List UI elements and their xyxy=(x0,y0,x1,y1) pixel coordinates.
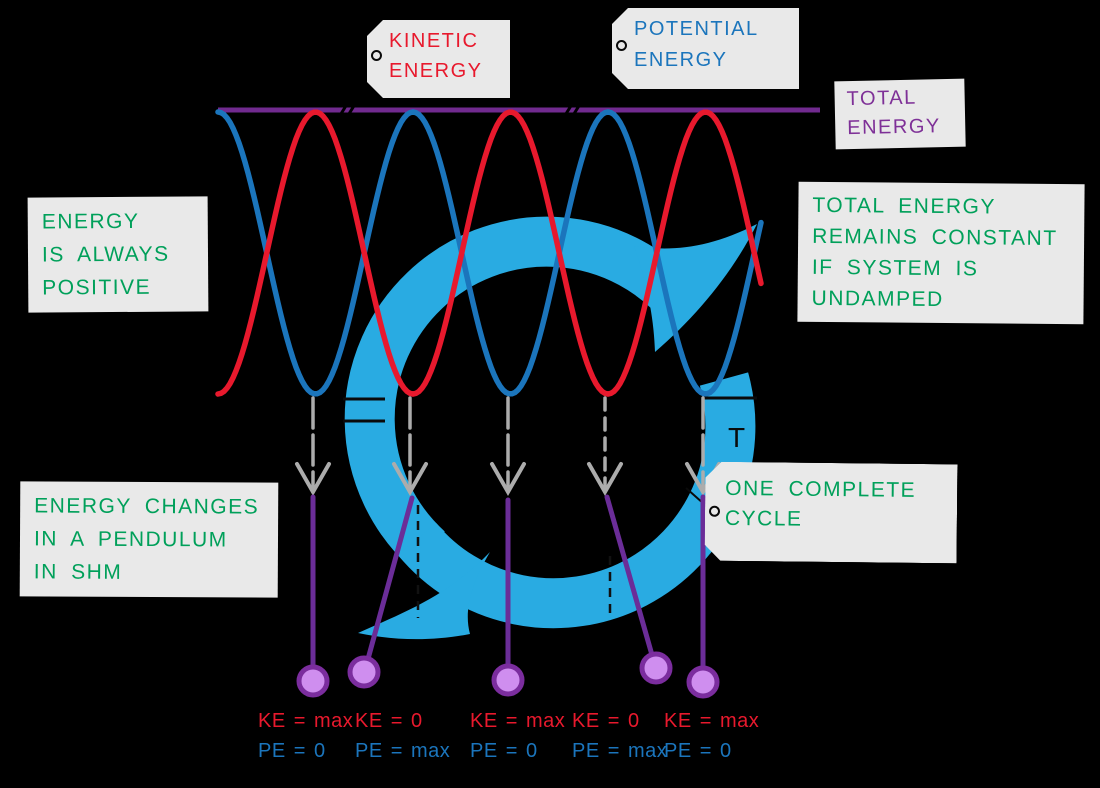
slash-mark xyxy=(345,100,359,118)
tag-hole-icon xyxy=(616,40,627,51)
cycle-arc-bottom xyxy=(397,372,756,629)
note-total-energy-constant: TOTAL ENERGY REMAINS CONSTANT IF SYSTEM … xyxy=(797,181,1085,325)
note-line: IS ALWAYS xyxy=(41,242,170,267)
tag-hole-icon xyxy=(709,506,720,517)
pe-value: PE = 0 xyxy=(470,740,538,762)
note-line: ONE COMPLETE xyxy=(725,476,917,502)
period-symbol: T xyxy=(728,422,745,453)
drop-arrow xyxy=(490,396,526,497)
drop-arrow xyxy=(587,396,623,497)
ke-value: KE = 0 xyxy=(572,710,640,732)
cycle-arc-top xyxy=(344,216,704,569)
pendulum-bob xyxy=(347,655,381,689)
drop-arrow xyxy=(392,396,428,497)
kinetic-energy-wave xyxy=(215,109,764,397)
tag-hole-icon xyxy=(371,50,382,61)
kinetic-energy-tag: KINETIC ENERGY xyxy=(367,20,510,98)
pendulum-displaced-right xyxy=(604,494,673,685)
potential-energy-tag: POTENTIAL ENERGY xyxy=(612,8,799,89)
pendulum-bob xyxy=(686,665,720,699)
ke-value: KE = 0 xyxy=(355,710,423,732)
state-label-5: KE = max PE = 0 xyxy=(664,706,759,766)
ke-value: KE = max xyxy=(664,710,760,732)
pendulum-equilibrium xyxy=(686,494,720,699)
total-energy-box: TOTAL ENERGY xyxy=(834,78,966,150)
slash-mark xyxy=(562,100,576,118)
note-line: TOTAL ENERGY xyxy=(812,193,996,219)
note-line: ENERGY CHANGES xyxy=(34,494,260,519)
potential-tag-line2: ENERGY xyxy=(634,49,728,71)
note-line: UNDAMPED xyxy=(811,286,944,312)
note-line: IN SHM xyxy=(33,560,123,584)
kinetic-tag-line1: KINETIC xyxy=(389,30,479,52)
pendulum-bob xyxy=(296,664,330,698)
state-label-2: KE = 0 PE = max xyxy=(355,706,450,766)
pendulum-equilibrium xyxy=(491,497,525,697)
pe-value: PE = 0 xyxy=(258,740,326,762)
total-box-line2: ENERGY xyxy=(847,115,941,140)
pe-value: PE = 0 xyxy=(664,740,732,762)
drop-arrow xyxy=(295,396,331,497)
note-line: ENERGY xyxy=(41,209,140,234)
potential-tag-line1: POTENTIAL xyxy=(634,18,759,40)
kinetic-tag-line2: ENERGY xyxy=(389,60,483,82)
potential-energy-wave xyxy=(215,109,764,397)
pe-value: PE = max xyxy=(572,740,668,762)
tag-string-marks xyxy=(337,100,584,118)
note-line: REMAINS CONSTANT xyxy=(812,224,1058,251)
state-label-1: KE = max PE = 0 xyxy=(258,706,353,766)
total-box-line1: TOTAL xyxy=(846,86,918,111)
state-label-3: KE = max PE = 0 xyxy=(470,706,565,766)
note-energy-changes-pendulum: ENERGY CHANGES IN A PENDULUM IN SHM xyxy=(19,481,279,598)
pe-value: PE = max xyxy=(355,740,451,762)
note-line: CYCLE xyxy=(724,506,803,531)
pendulum-equilibrium xyxy=(296,494,330,698)
slash-mark xyxy=(570,100,584,118)
state-label-4: KE = 0 PE = max xyxy=(572,706,667,766)
cycle-arrowhead-bottom xyxy=(358,552,490,640)
note-energy-always-positive: ENERGY IS ALWAYS POSITIVE xyxy=(27,196,209,313)
pendulum-displaced-left xyxy=(347,495,415,689)
cycle-arrow-icon: T xyxy=(343,216,757,640)
pendulums xyxy=(296,494,720,699)
note-line: IN A PENDULUM xyxy=(33,527,228,552)
pendulum-bob xyxy=(491,663,525,697)
note-line: POSITIVE xyxy=(42,275,152,300)
note-line: IF SYSTEM IS xyxy=(811,255,979,281)
pendulum-bob xyxy=(639,651,673,685)
one-complete-cycle-tag: ONE COMPLETE CYCLE xyxy=(704,462,957,564)
slash-mark xyxy=(337,100,351,118)
ke-value: KE = max xyxy=(258,710,354,732)
cycle-arrowhead-top xyxy=(634,224,757,352)
ke-value: KE = max xyxy=(470,710,566,732)
